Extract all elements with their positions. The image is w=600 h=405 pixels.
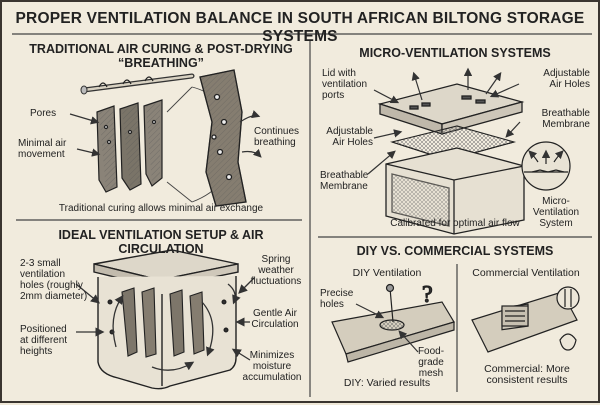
panel1-heading: TRADITIONAL AIR CURING & POST-DRYING “BR… [16, 42, 306, 70]
label-food-mesh: Food-grade mesh [417, 346, 445, 379]
label-membrane-left: Breathable Membrane [320, 170, 369, 192]
diy-arrows [355, 303, 419, 353]
label-micro-vent: Micro-Ventilation System [532, 196, 580, 229]
panel2-caption: Calibrated for optimal air flow [390, 218, 520, 229]
panel1-arrows [69, 110, 262, 158]
label-continues-breathing: Continues breathing [254, 126, 300, 148]
label-gentle-circulation: Gentle Air Circulation [251, 308, 299, 330]
label-positioned: Positioned at different heights [20, 324, 68, 357]
diy-title: DIY Ventilation [352, 267, 422, 279]
label-ventilation-holes: 2-3 small ventilation holes (roughly 2mm… [20, 258, 88, 302]
label-minimizes-moisture: Minimizes moisture accumulation [242, 350, 302, 383]
label-spring-weather: Spring weather fluctuations [250, 254, 302, 287]
ventilated-container-icon [93, 249, 239, 390]
panel2-arrows [367, 67, 521, 175]
label-minimal-air: Minimal air movement [18, 138, 67, 160]
panel4-heading: DIY VS. COMMERCIAL SYSTEMS [356, 244, 554, 258]
label-pores: Pores [30, 108, 57, 119]
commercial-title: Commercial Ventilation [472, 267, 580, 279]
diy-caption: DIY: Varied results [343, 377, 431, 389]
micro-vent-detail-icon [521, 141, 571, 191]
biltong-inside-icon [121, 287, 205, 358]
container-body-icon [385, 147, 525, 235]
label-adjustable-top: Adjustable Air Holes [543, 68, 590, 90]
label-precise-holes: Precise holes [320, 288, 354, 310]
panel1-heading-line1: TRADITIONAL AIR CURING & POST-DRYING [29, 42, 293, 56]
biltong-strips-icon [96, 76, 163, 193]
panel-dividers [12, 33, 592, 397]
label-membrane-right: Breathable Membrane [541, 108, 590, 130]
svg-text:?: ? [422, 282, 433, 308]
commercial-vent-icon [471, 286, 580, 353]
panel3-heading: IDEAL VENTILATION SETUP & AIR CIRCULATIO… [58, 228, 264, 256]
label-lid-ports: Lid with ventilation ports [322, 68, 368, 101]
biltong-closeup-icon [199, 69, 247, 207]
commercial-caption: Commercial: More consistent results [484, 363, 570, 386]
circulation-arrows [75, 277, 255, 371]
panel1-heading-line2: “BREATHING” [118, 56, 204, 70]
label-adjustable-left: Adjustable Air Holes [326, 126, 373, 148]
panel1-caption: Traditional curing allows minimal air ex… [58, 203, 264, 214]
hanging-rail-icon [80, 73, 195, 95]
page-title: PROPER VENTILATION BALANCE IN SOUTH AFRI… [15, 10, 585, 45]
panel2-heading: MICRO-VENTILATION SYSTEMS [359, 46, 551, 60]
diy-board-icon: ? [331, 281, 455, 363]
